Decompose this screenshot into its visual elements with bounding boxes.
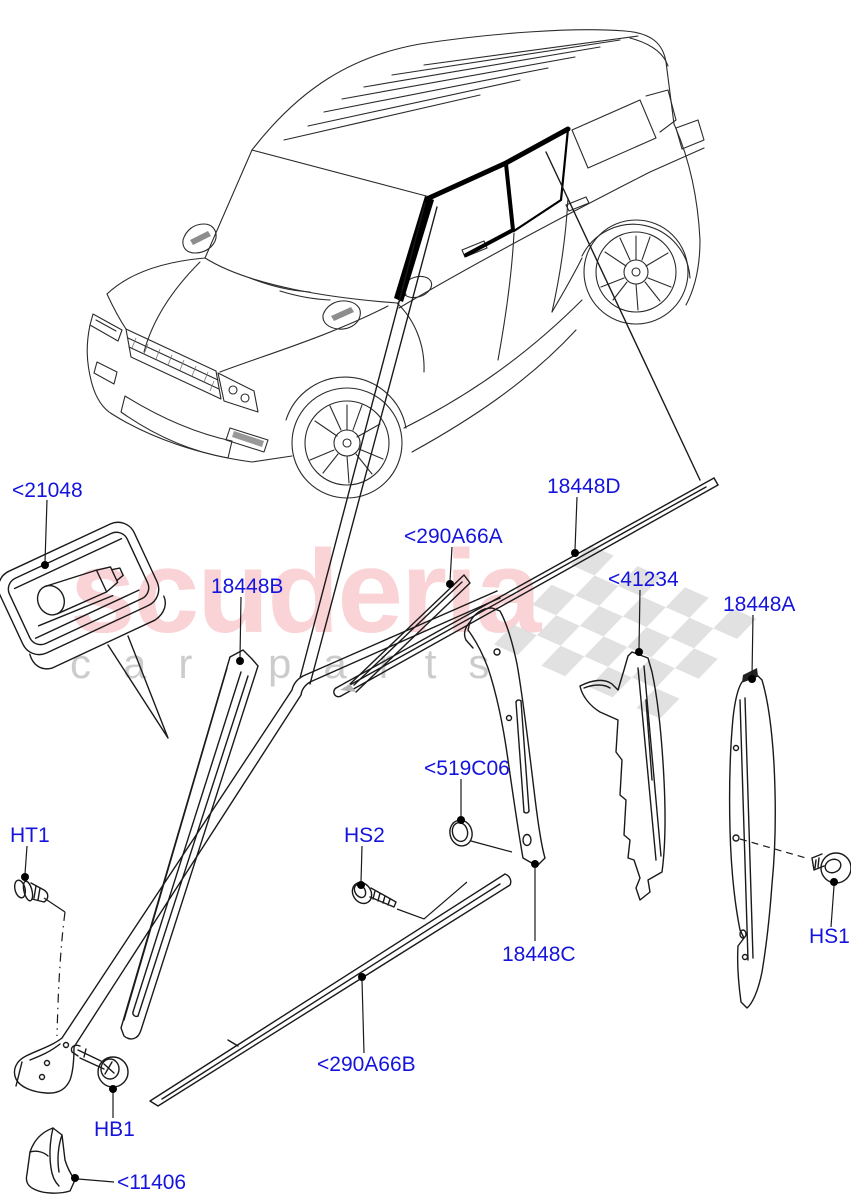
front-grille xyxy=(125,328,222,400)
callouts xyxy=(21,496,838,1183)
vehicle-illustration xyxy=(86,29,705,499)
headlight-right xyxy=(217,372,259,413)
label-18448C: 18448C xyxy=(502,943,576,966)
label-290A66B: <290A66B xyxy=(317,1053,416,1076)
part-moulding-290A66A xyxy=(340,574,471,693)
part-a-pillar-finisher-18448B xyxy=(120,649,259,1040)
label-18448A: 18448A xyxy=(723,593,795,616)
part-window-frame xyxy=(13,590,501,1094)
label-HS1: HS1 xyxy=(809,925,850,948)
headlight-left xyxy=(89,313,123,342)
label-HT1: HT1 xyxy=(10,824,50,847)
hood-vent-right xyxy=(322,300,361,330)
door-handle-rear xyxy=(565,196,590,212)
part-b-pillar-finisher-18448C xyxy=(463,607,546,867)
parts xyxy=(0,477,851,1194)
fastener-HT1 xyxy=(13,879,49,903)
projection-lines xyxy=(107,151,701,739)
door-handle-front xyxy=(461,240,488,258)
label-HS2: HS2 xyxy=(344,824,385,847)
rear-wheel xyxy=(581,219,691,325)
part-moulding-290A66B xyxy=(149,873,512,1107)
door-window-frame-highlight xyxy=(394,126,571,302)
part-tool-kit-21048 xyxy=(0,521,166,670)
label-HB1: HB1 xyxy=(94,1118,135,1141)
part-pillar-finisher-18448A xyxy=(728,668,776,1009)
part-roof-rail-strip-18448D xyxy=(333,477,719,698)
label-290A66A: <290A66A xyxy=(404,525,503,548)
part-bracket-11406 xyxy=(25,1127,76,1194)
label-11406: <11406 xyxy=(117,1171,186,1194)
watermark-brand-text: scuderia xyxy=(70,526,543,658)
fastener-HS2 xyxy=(351,881,397,908)
fog-lamp-right xyxy=(225,427,269,453)
part-b-pillar-panel-41234 xyxy=(579,651,666,901)
front-wheel xyxy=(285,376,407,499)
fastener-HB1 xyxy=(62,1041,129,1088)
connector-lines xyxy=(43,838,807,1037)
label-519C06: <519C06 xyxy=(424,757,510,780)
label-21048: <21048 xyxy=(12,479,83,502)
part-labels: <21048 18448B <290A66A 18448D <41234 184… xyxy=(10,475,850,1194)
hood-vent-left xyxy=(182,223,217,254)
label-41234: <41234 xyxy=(608,568,679,591)
label-18448B: 18448B xyxy=(211,575,283,598)
watermark: scuderia car parts xyxy=(70,526,757,719)
watermark-sub-text: car parts xyxy=(70,640,521,687)
fastener-HS1 xyxy=(811,852,851,884)
label-18448D: 18448D xyxy=(547,475,621,498)
